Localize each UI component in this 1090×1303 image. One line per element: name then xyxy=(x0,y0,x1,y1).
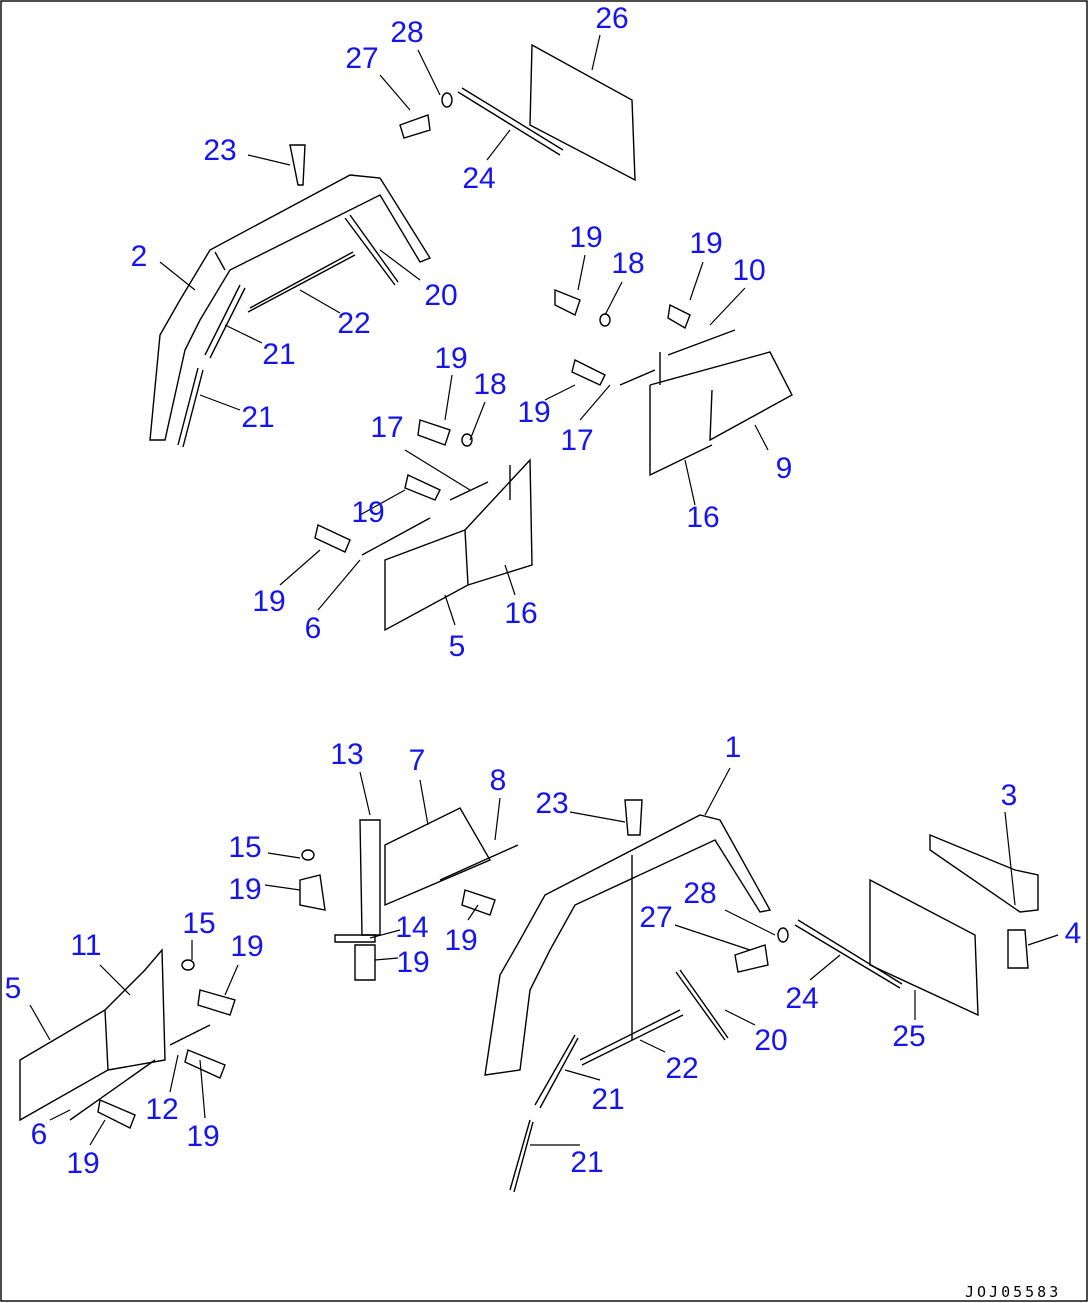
callout-24: 24 xyxy=(785,982,818,1015)
callout-26: 26 xyxy=(595,2,628,35)
callout-27: 27 xyxy=(345,42,378,75)
callout-19: 19 xyxy=(252,585,285,618)
callout-19: 19 xyxy=(517,396,550,429)
callout-16: 16 xyxy=(504,597,537,630)
mudflap-parts-16-9 xyxy=(554,288,793,477)
callout-25: 25 xyxy=(892,1020,925,1053)
leader-lines xyxy=(29,34,1059,1146)
callout-1: 1 xyxy=(725,731,742,764)
callout-19: 19 xyxy=(569,221,602,254)
callout-24: 24 xyxy=(462,162,495,195)
callout-19: 19 xyxy=(434,342,467,375)
callout-8: 8 xyxy=(490,764,507,797)
callout-21: 21 xyxy=(591,1083,624,1116)
fender-part-2 xyxy=(149,174,432,441)
callout-12: 12 xyxy=(145,1093,178,1126)
callout-19: 19 xyxy=(228,873,261,906)
callout-19: 19 xyxy=(444,924,477,957)
callout-11: 11 xyxy=(70,929,101,962)
callout-3: 3 xyxy=(1001,779,1018,812)
mudflap-part-26 xyxy=(399,43,636,182)
callout-27: 27 xyxy=(639,901,672,934)
callout-28: 28 xyxy=(390,16,423,49)
callout-15: 15 xyxy=(182,907,215,940)
callout-4: 4 xyxy=(1065,917,1082,950)
callout-7: 7 xyxy=(409,744,426,777)
callout-6: 6 xyxy=(31,1118,48,1151)
mudflap-part-25-3 xyxy=(734,833,1039,1017)
callout-20: 20 xyxy=(754,1024,787,1057)
callout-23: 23 xyxy=(535,787,568,820)
diagram-code: JOJ05583 xyxy=(965,1283,1061,1301)
callout-18: 18 xyxy=(611,247,644,280)
callout-13: 13 xyxy=(330,738,363,771)
callout-21: 21 xyxy=(241,401,274,434)
mudflap-parts-5-11 xyxy=(19,948,236,1129)
bolt-23-top xyxy=(289,144,306,186)
callout-2: 2 xyxy=(131,240,148,273)
fender-part-1 xyxy=(484,799,772,1193)
callout-23: 23 xyxy=(203,134,236,167)
callout-19: 19 xyxy=(230,930,263,963)
callout-19: 19 xyxy=(689,227,722,260)
callout-21: 21 xyxy=(570,1146,603,1179)
callout-17: 17 xyxy=(370,411,403,444)
callout-19: 19 xyxy=(186,1120,219,1153)
callout-9: 9 xyxy=(776,452,793,485)
callout-16: 16 xyxy=(686,501,719,534)
callout-10: 10 xyxy=(732,254,765,287)
callout-14: 14 xyxy=(395,911,428,944)
callout-5: 5 xyxy=(449,630,466,663)
callout-5: 5 xyxy=(5,972,22,1005)
mudflap-parts-7-13 xyxy=(299,807,519,981)
callout-22: 22 xyxy=(665,1052,698,1085)
callout-22: 22 xyxy=(337,307,370,340)
callout-6: 6 xyxy=(305,612,322,645)
callout-19: 19 xyxy=(351,496,384,529)
mudflap-parts-5-16 xyxy=(314,419,533,632)
callout-18: 18 xyxy=(473,368,506,401)
callout-15: 15 xyxy=(228,831,261,864)
callout-28: 28 xyxy=(683,877,716,910)
callout-20: 20 xyxy=(424,279,457,312)
callout-17: 17 xyxy=(560,424,593,457)
callout-21: 21 xyxy=(262,338,295,371)
strips-top xyxy=(177,214,399,448)
callout-labels: 26 28 27 23 24 2 20 22 21 21 19 18 19 10… xyxy=(5,2,1082,1180)
callout-19: 19 xyxy=(66,1147,99,1180)
callout-19: 19 xyxy=(396,946,429,979)
